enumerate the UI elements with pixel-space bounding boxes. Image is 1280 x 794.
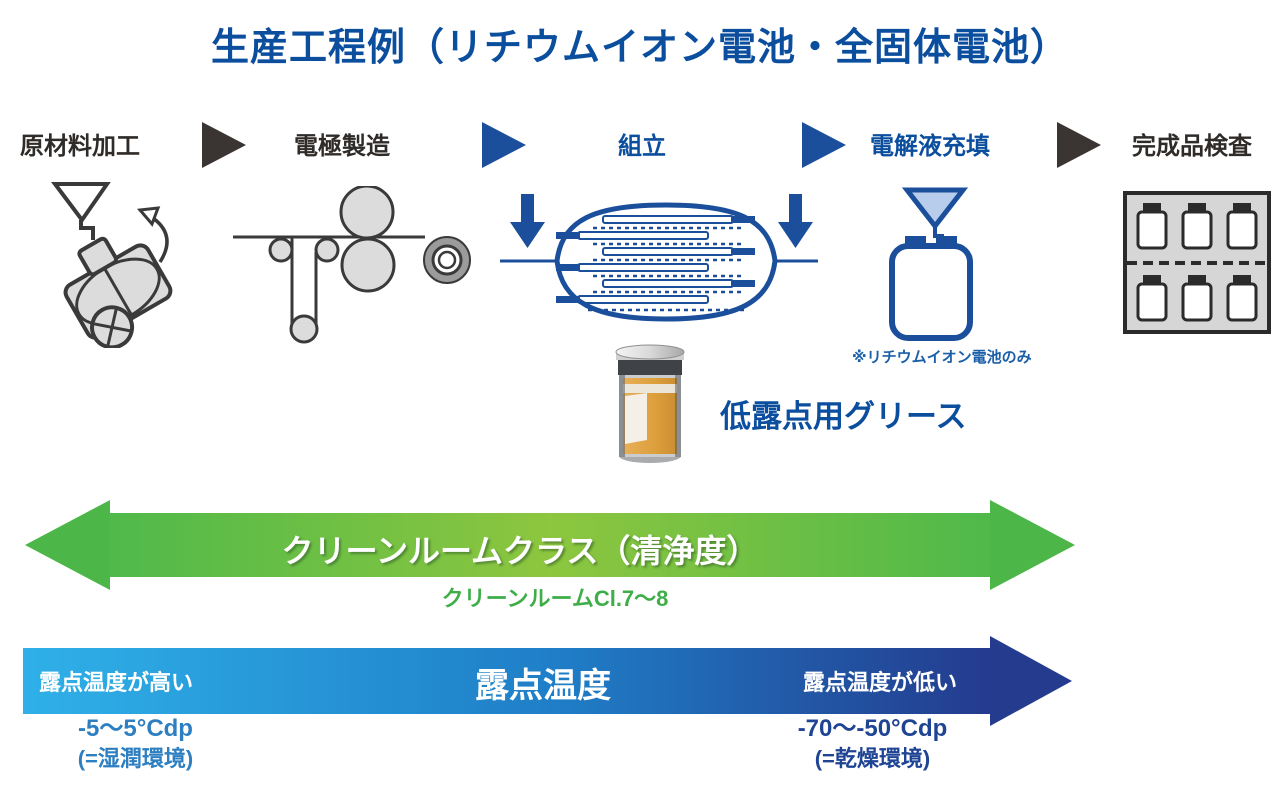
dewpoint-right-values: -70～-50°Cdp (=乾燥環境) — [765, 714, 980, 774]
cleanroom-class-arrow: クリーンルームクラス（清浄度） — [25, 500, 1075, 590]
flow-arrow-icon-3 — [802, 122, 846, 168]
flow-arrow-icon-1 — [202, 122, 246, 168]
stage-label-final-inspection: 完成品検査 — [1132, 133, 1252, 160]
dewpoint-left-range: -5～5°Cdp — [78, 715, 193, 742]
inspection-tray-icon — [1123, 191, 1271, 334]
green-arrow-body — [109, 513, 991, 577]
mixer-icon — [51, 182, 173, 348]
dewpoint-arrow: 露点温度が高い 露点温度 露点温度が低い — [23, 636, 1072, 726]
dewpoint-arrow-body — [23, 648, 990, 714]
dewpoint-low-label: 露点温度が低い — [803, 670, 958, 695]
dewpoint-right-environment: (=乾燥環境) — [814, 746, 931, 771]
cell-stack-icon — [500, 194, 818, 322]
flow-arrow-icon-2 — [482, 122, 526, 168]
green-arrowhead-left-icon — [25, 500, 110, 590]
dewpoint-left-environment: (=湿潤環境) — [77, 746, 194, 771]
dewpoint-right-range: -70～-50°Cdp — [797, 715, 948, 742]
roller-press-icon — [233, 186, 471, 344]
stage-label-assembly: 組立 — [618, 133, 666, 160]
dewpoint-arrowhead-icon — [990, 636, 1072, 726]
page-title: 生産工程例（リチウムイオン電池・全固体電池） — [210, 27, 1069, 69]
lithium-only-note: ※リチウムイオン電池のみ — [852, 349, 1032, 366]
dewpoint-high-label: 露点温度が高い — [39, 670, 194, 695]
electrolyte-filling-icon — [889, 187, 973, 341]
stage-label-electrode-manufacturing: 電極製造 — [294, 133, 390, 160]
flow-arrow-icon-4 — [1057, 122, 1101, 168]
cleanroom-class-label: クリーンルームクラス（清浄度） — [281, 533, 759, 569]
grease-label: 低露点用グリース — [720, 399, 967, 434]
stage-label-electrolyte-filling: 電解液充填 — [870, 133, 990, 160]
grease-jar-image — [615, 344, 685, 463]
dewpoint-left-values: -5～5°Cdp (=湿潤環境) — [28, 714, 243, 774]
stage-label-raw-material-processing: 原材料加工 — [20, 133, 140, 160]
dewpoint-title: 露点温度 — [475, 667, 611, 705]
cleanroom-class-range: クリーンルームCl.7～8 — [441, 586, 669, 611]
green-arrowhead-right-icon — [990, 500, 1075, 590]
